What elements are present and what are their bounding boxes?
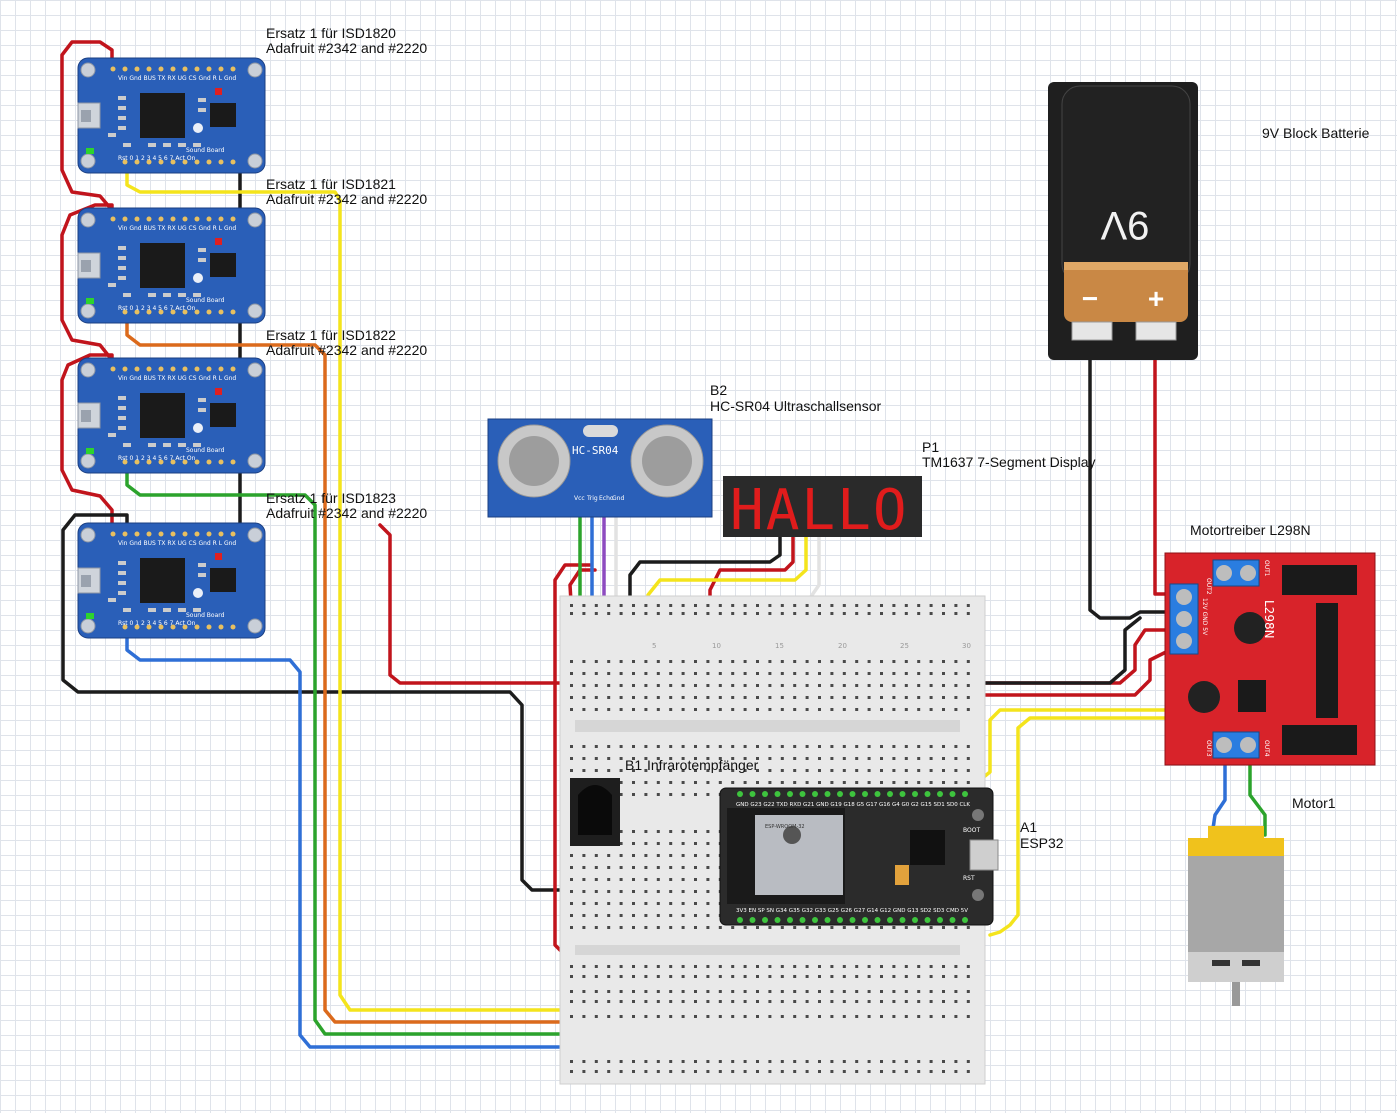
esp32-ref: A1 bbox=[1020, 819, 1037, 835]
esp32-rst: RST bbox=[963, 875, 975, 882]
seven-segment-display: HALLO P1 TM1637 7-Segment Display bbox=[723, 439, 1096, 543]
wire-black-bat bbox=[1088, 343, 1172, 620]
battery-name: 9V Block Batterie bbox=[1262, 125, 1370, 141]
battery-label: 9V bbox=[1100, 203, 1149, 247]
us-pin-vcc: Vcc bbox=[574, 495, 585, 502]
dc-motor: Motor1 bbox=[1188, 795, 1336, 1006]
sound-board-4-subtitle: Adafruit #2342 and #2220 bbox=[266, 505, 427, 521]
esp32-name: ESP32 bbox=[1020, 835, 1064, 851]
ultrasonic-name: HC-SR04 Ultraschallsensor bbox=[710, 398, 882, 414]
driver-chip: L298N bbox=[1262, 600, 1276, 639]
sound-board-1-subtitle: Adafruit #2342 and #2220 bbox=[266, 40, 427, 56]
wire-red-sb-chain bbox=[60, 40, 114, 537]
us-pin-echo: Echo bbox=[599, 495, 614, 502]
bb-col-30: 30 bbox=[962, 642, 971, 650]
display-ref: P1 bbox=[922, 439, 939, 455]
sound-board-2-subtitle: Adafruit #2342 and #2220 bbox=[266, 191, 427, 207]
bb-col-25: 25 bbox=[900, 642, 909, 650]
driver-out2: OUT2 bbox=[1205, 578, 1212, 595]
sound-board-4: Vin Gnd BUS TX RX UG CS Gnd R L Gnd Rst … bbox=[77, 490, 427, 639]
esp32-module: ESP-WROOM-32 bbox=[765, 824, 805, 830]
driver-name: Motortreiber L298N bbox=[1190, 522, 1311, 538]
wire-red-rail bbox=[378, 523, 1172, 685]
board-name: Sound Board bbox=[186, 147, 225, 154]
esp32-boot: BOOT bbox=[963, 827, 980, 834]
wire-yellow-drv-in2 bbox=[978, 708, 1172, 782]
board-bottom-pins: Rst 0 1 2 3 4 5 6 7 Act On bbox=[118, 455, 196, 462]
board-top-pins: Vin Gnd BUS TX RX UG CS Gnd R L Gnd bbox=[118, 540, 236, 547]
sound-board-3-title: Ersatz 1 für ISD1822 bbox=[266, 327, 396, 343]
sound-board-3-subtitle: Adafruit #2342 and #2220 bbox=[266, 342, 427, 358]
ultrasonic-ref: B2 bbox=[710, 382, 727, 398]
wire-green-motor bbox=[1248, 753, 1267, 837]
sound-board-3: Vin Gnd BUS TX RX UG CS Gnd R L Gnd Rst … bbox=[77, 327, 427, 474]
board-top-pins: Vin Gnd BUS TX RX UG CS Gnd R L Gnd bbox=[118, 375, 236, 382]
board-bottom-pins: Rst 0 1 2 3 4 5 6 7 Act On bbox=[118, 620, 196, 627]
us-pin-gnd: Gnd bbox=[612, 495, 624, 502]
battery-plus: + bbox=[1148, 283, 1164, 314]
sound-board-2-title: Ersatz 1 für ISD1821 bbox=[266, 176, 396, 192]
board-bottom-pins: Rst 0 1 2 3 4 5 6 7 Act On bbox=[118, 155, 196, 162]
esp32-top-pins: GND G23 G22 TXD RXD G21 GND G19 G18 G5 G… bbox=[736, 802, 970, 808]
bb-col-10: 10 bbox=[712, 642, 721, 650]
display-name: TM1637 7-Segment Display bbox=[922, 454, 1096, 470]
us-pin-trig: Trig bbox=[586, 495, 598, 502]
board-top-pins: Vin Gnd BUS TX RX UG CS Gnd R L Gnd bbox=[118, 75, 236, 82]
board-name: Sound Board bbox=[186, 447, 225, 454]
driver-out3: OUT3 bbox=[1205, 740, 1212, 757]
battery-minus: − bbox=[1082, 283, 1098, 314]
bb-col-15: 15 bbox=[775, 642, 784, 650]
battery-9v: 9V − + 9V Block Batterie bbox=[1048, 82, 1370, 360]
esp32-bottom-pins: 3V3 EN SP SN G34 G35 G32 G33 G25 G26 G27… bbox=[736, 908, 968, 914]
sound-board-1-title: Ersatz 1 für ISD1820 bbox=[266, 25, 396, 41]
wire-yellow-drv-in1 bbox=[988, 716, 1172, 937]
bb-col-5: 5 bbox=[652, 642, 656, 650]
board-name: Sound Board bbox=[186, 297, 225, 304]
sound-board-1: Vin Gnd BUS TX RX UG CS Gnd R L Gnd Rst … bbox=[77, 25, 427, 174]
display-text: HALLO bbox=[730, 478, 909, 543]
board-bottom-pins: Rst 0 1 2 3 4 5 6 7 Act On bbox=[118, 305, 196, 312]
board-name: Sound Board bbox=[186, 612, 225, 619]
driver-out4: OUT4 bbox=[1263, 740, 1270, 757]
ir-name: Infrarotempfänger bbox=[647, 757, 759, 773]
board-top-pins: Vin Gnd BUS TX RX UG CS Gnd R L Gnd bbox=[118, 225, 236, 232]
wire-blue-motor bbox=[1210, 753, 1227, 837]
ultrasonic-sensor: HC-SR04 Vcc Trig Echo Gnd B2 HC-SR04 Ult… bbox=[487, 382, 882, 518]
ir-receiver: B1 Infrarotempfänger bbox=[570, 757, 759, 846]
ir-ref: B1 bbox=[625, 757, 642, 773]
esp32-board: GND G23 G22 TXD RXD G21 GND G19 G18 G5 G… bbox=[719, 787, 1064, 926]
sound-board-4-title: Ersatz 1 für ISD1823 bbox=[266, 490, 396, 506]
driver-out1: OUT1 bbox=[1263, 560, 1270, 577]
sound-board-2: Vin Gnd BUS TX RX UG CS Gnd R L Gnd Rst … bbox=[77, 176, 427, 324]
ultrasonic-chip: HC-SR04 bbox=[572, 444, 619, 457]
motor-driver-l298n: L298N OUT2 OUT1 OUT3 OUT4 12V GND 5V Mot… bbox=[1164, 522, 1376, 766]
bb-col-20: 20 bbox=[838, 642, 847, 650]
driver-pins: 12V GND 5V bbox=[1201, 598, 1208, 636]
motor-name: Motor1 bbox=[1292, 795, 1336, 811]
